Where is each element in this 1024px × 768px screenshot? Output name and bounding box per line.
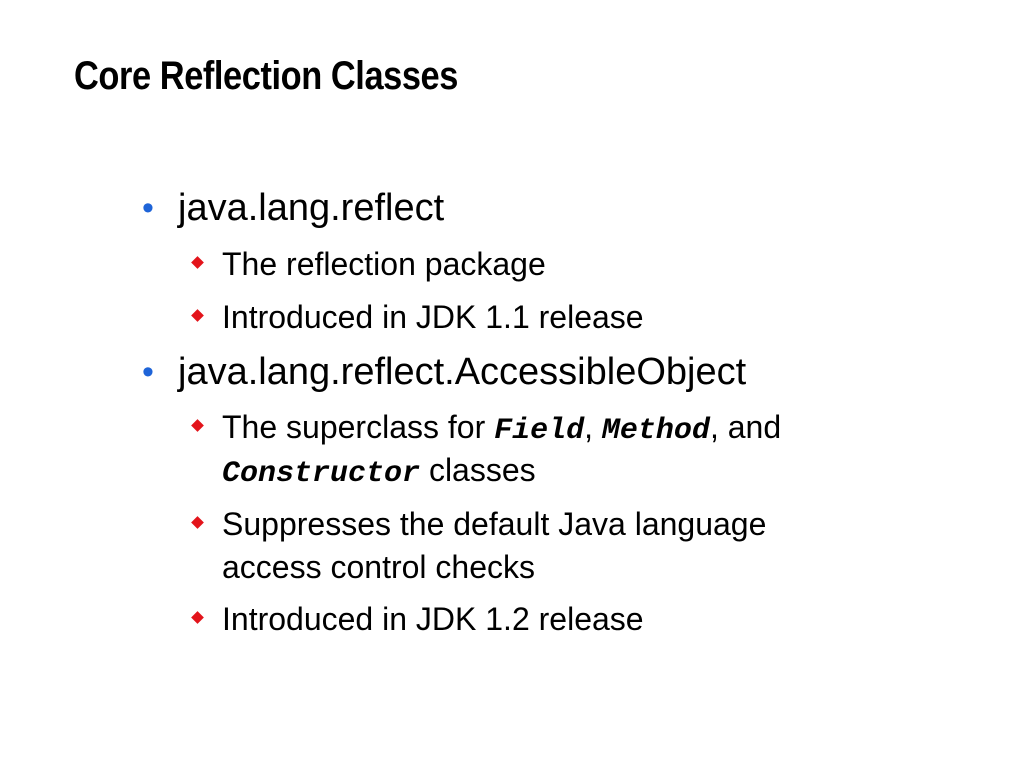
sub-bullet-jdk-1-1: Introduced in JDK 1.1 release <box>191 296 644 338</box>
diamond-bullet-icon <box>191 611 204 624</box>
sub-bullet-superclass-cont: Constructor classes <box>222 449 536 495</box>
separator: , and <box>709 409 782 445</box>
sub-bullet-reflection-package: The reflection package <box>191 243 546 285</box>
sub-bullet-text: Introduced in JDK 1.2 release <box>222 601 644 637</box>
separator: , <box>584 409 602 445</box>
diamond-bullet-icon <box>191 516 204 529</box>
code-method: Method <box>601 414 710 448</box>
sub-bullet-text: The reflection package <box>222 246 546 282</box>
sub-bullet-jdk-1-2: Introduced in JDK 1.2 release <box>191 598 644 640</box>
bullet-java-lang-reflect: • java.lang.reflect <box>142 186 445 230</box>
code-field: Field <box>494 414 585 448</box>
bullet-accessible-object: • java.lang.reflect.AccessibleObject <box>142 350 747 394</box>
bullet-dot-icon: • <box>142 353 154 391</box>
sub-bullet-superclass: The superclass for Field, Method, and <box>191 406 782 452</box>
bullet-text: java.lang.reflect.AccessibleObject <box>178 351 747 393</box>
sub-bullet-suppresses: Suppresses the default Java language <box>191 503 767 545</box>
sub-bullet-text: Suppresses the default Java language <box>222 506 767 542</box>
slide-title: Core Reflection Classes <box>74 54 458 98</box>
diamond-bullet-icon <box>191 256 204 269</box>
sub-bullet-suppresses-cont: access control checks <box>222 546 535 588</box>
sub-bullet-text: access control checks <box>222 549 536 585</box>
sub-bullet-text: Introduced in JDK 1.1 release <box>222 299 644 335</box>
bullet-dot-icon: • <box>142 189 154 227</box>
sub-bullet-text-prefix: The superclass for <box>222 409 495 445</box>
diamond-bullet-icon <box>191 419 204 432</box>
bullet-text: java.lang.reflect <box>178 187 445 229</box>
sub-bullet-text-suffix: classes <box>420 452 536 488</box>
diamond-bullet-icon <box>191 309 204 322</box>
code-constructor: Constructor <box>222 457 421 491</box>
